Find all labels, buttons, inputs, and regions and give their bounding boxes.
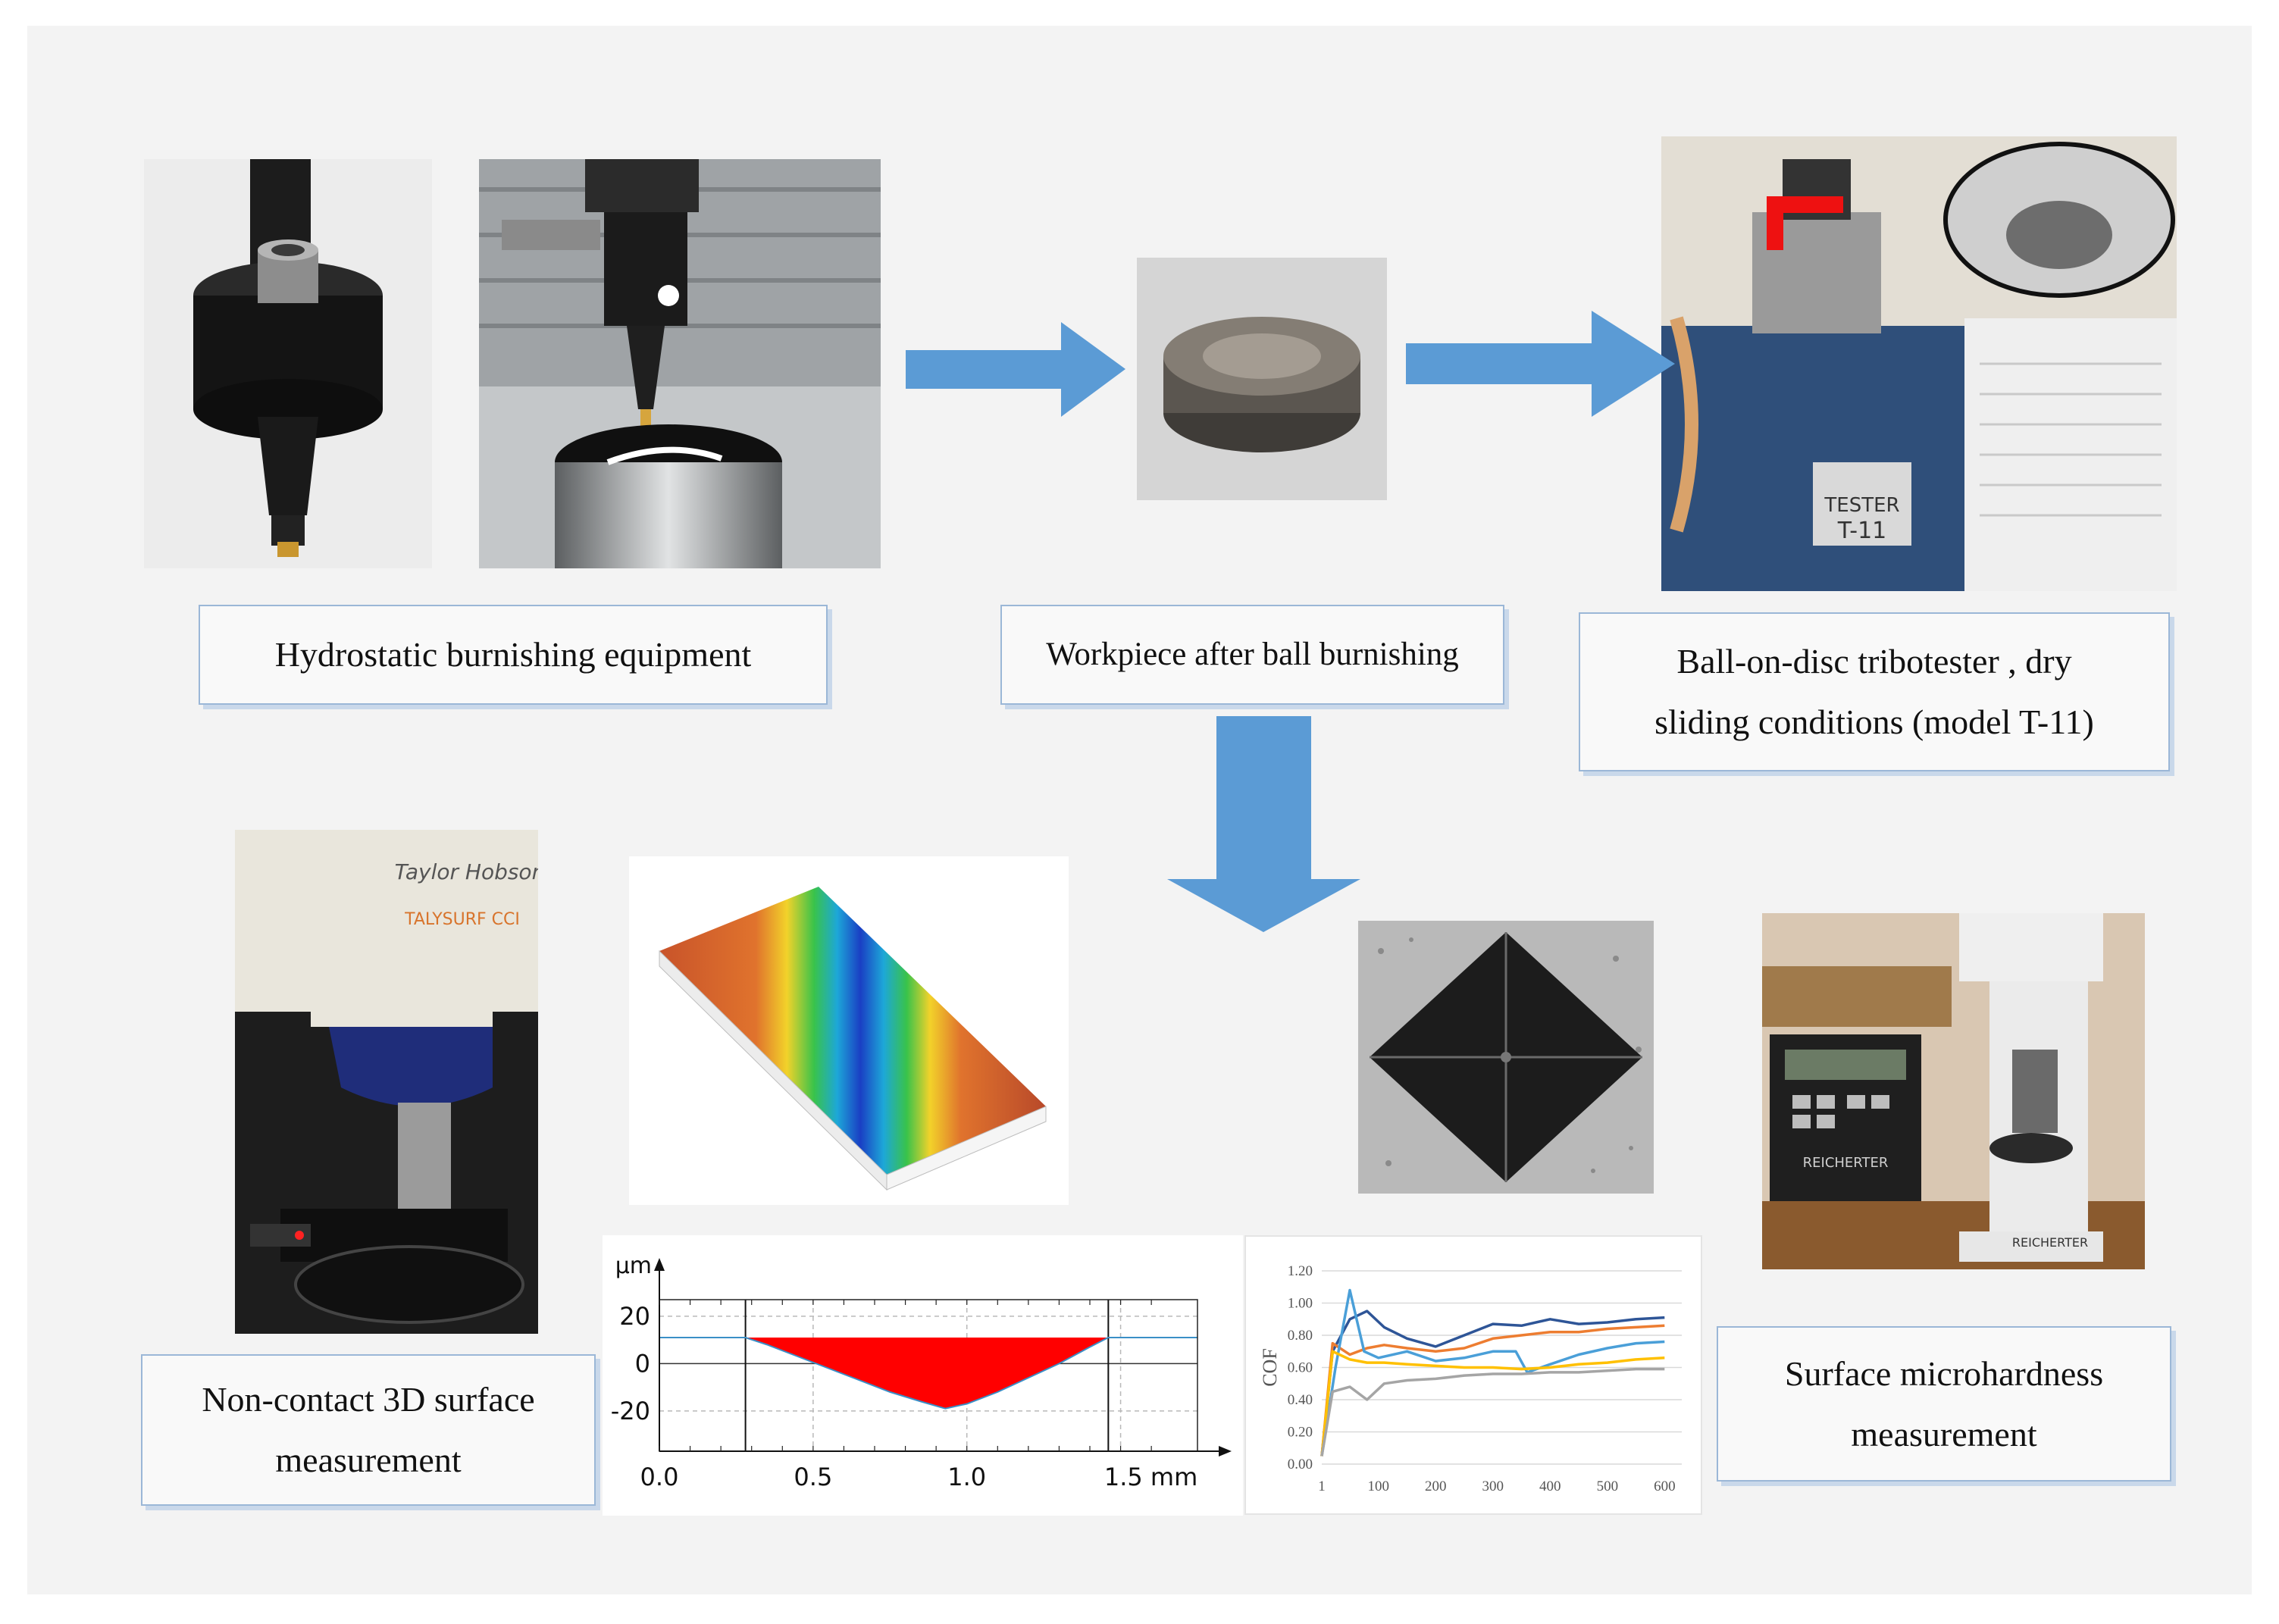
caption-tribotester: Ball-on-disc tribotester , dry sliding c… — [1579, 612, 2170, 771]
caption-microhardness-line2: measurement — [1851, 1414, 2037, 1453]
cof-x-tick-label: 400 — [1539, 1478, 1561, 1494]
profile-chart: µm 20 0 -20 0.0 0.5 1.0 1.5 mm — [603, 1235, 1243, 1516]
talysurf-illustration: Taylor Hobson TALYSURF CCI — [235, 830, 538, 1334]
microhardness-tester-illustration: REICHERTER REICHERTER — [1762, 913, 2145, 1269]
profile-y-tick-label: 20 — [619, 1302, 650, 1331]
arrow-right-1 — [906, 322, 1125, 417]
profile-y-unit-label: µm — [615, 1253, 652, 1279]
cof-x-tick-label: 100 — [1368, 1478, 1390, 1494]
photo-tribotester: TESTER T-11 — [1661, 136, 2177, 591]
burnishing-tool-illustration — [144, 159, 432, 568]
tribotester-illustration: TESTER T-11 — [1661, 136, 2177, 591]
machine-setup-illustration — [479, 159, 881, 568]
photo-3d-surface-map — [629, 856, 1069, 1205]
profile-y-arrowhead — [654, 1258, 665, 1271]
caption-hydrostatic-text: Hydrostatic burnishing equipment — [274, 635, 752, 674]
cof-y-tick-label: 0.00 — [1288, 1457, 1313, 1472]
cof-y-tick-label: 0.40 — [1288, 1392, 1313, 1408]
photo-talysurf: Taylor Hobson TALYSURF CCI — [235, 830, 538, 1334]
profile-area — [745, 1338, 1109, 1409]
cof-series-line-4 — [1320, 1367, 1665, 1457]
cof-x-tick-label: 200 — [1425, 1478, 1447, 1494]
cof-y-tick-label: 1.00 — [1288, 1296, 1313, 1312]
caption-noncontact-line1: Non-contact 3D surface — [202, 1380, 535, 1419]
caption-workpiece-text: Workpiece after ball burnishing — [1046, 637, 1459, 672]
cof-x-tick-label: 1 — [1318, 1478, 1326, 1494]
arrow-down — [1167, 716, 1360, 932]
caption-workpiece: Workpiece after ball burnishing — [1000, 605, 1504, 705]
vickers-indent-illustration — [1358, 921, 1654, 1194]
photo-machine-setup — [479, 159, 881, 568]
caption-tribotester-line2: sliding conditions (model T-11) — [1654, 702, 2094, 741]
cof-chart: 0.00 0.20 0.40 0.60 0.80 1.00 1.20 1 100 200 300 40… — [1244, 1235, 1702, 1515]
caption-noncontact-line2: measurement — [275, 1441, 462, 1479]
cof-x-tick-label: 300 — [1482, 1478, 1504, 1494]
workpiece-illustration — [1137, 258, 1387, 500]
caption-microhardness: Surface microhardness measurement — [1717, 1326, 2171, 1482]
profile-x-arrowhead — [1219, 1446, 1232, 1457]
caption-microhardness-line1: Surface microhardness — [1784, 1353, 2104, 1393]
cof-series-line-2 — [1320, 1288, 1665, 1457]
reicherter-label-left: REICHERTER — [1803, 1155, 1889, 1171]
photo-microhardness-tester: REICHERTER REICHERTER — [1762, 913, 2145, 1269]
profile-y-tick-label: 0 — [635, 1349, 650, 1378]
cof-y-tick-label: 1.20 — [1288, 1263, 1313, 1279]
caption-noncontact: Non-contact 3D surface measurement — [141, 1354, 596, 1506]
cof-y-tick-label: 0.80 — [1288, 1328, 1313, 1344]
profile-line — [659, 1337, 1197, 1410]
cof-x-tick-label: 600 — [1654, 1478, 1676, 1494]
cof-x-tick-label: 500 — [1597, 1478, 1619, 1494]
taylor-hobson-label: Taylor Hobson — [395, 859, 538, 884]
cof-y-tick-label: 0.60 — [1288, 1360, 1313, 1376]
profile-x-tick-label: 1.5 mm — [1104, 1463, 1197, 1491]
cof-series-line-0 — [1320, 1310, 1665, 1457]
reicherter-label-right: REICHERTER — [2012, 1235, 2088, 1250]
photo-burnishing-tool — [144, 159, 432, 568]
photo-vickers-indent — [1358, 921, 1654, 1194]
tester-label: TESTER — [1824, 494, 1899, 517]
cof-series-line-3 — [1320, 1350, 1665, 1457]
arrow-right-2 — [1406, 311, 1675, 417]
cof-series-line-1 — [1320, 1324, 1665, 1457]
photo-workpiece — [1137, 258, 1387, 500]
talysurf-label: TALYSURF CCI — [404, 910, 520, 929]
model-label: T-11 — [1837, 518, 1887, 544]
profile-y-tick-label: -20 — [611, 1397, 650, 1425]
caption-tribotester-line1: Ball-on-disc tribotester , dry — [1676, 642, 2072, 681]
cof-y-tick-label: 0.20 — [1288, 1425, 1313, 1441]
caption-hydrostatic-burnishing: Hydrostatic burnishing equipment — [199, 605, 828, 705]
profile-x-tick-label: 0.5 — [794, 1463, 832, 1491]
profile-x-tick-label: 0.0 — [640, 1463, 679, 1491]
surface-topography-illustration — [659, 887, 1047, 1191]
cof-y-axis-label: COF — [1259, 1348, 1281, 1387]
profile-x-tick-label: 1.0 — [947, 1463, 986, 1491]
